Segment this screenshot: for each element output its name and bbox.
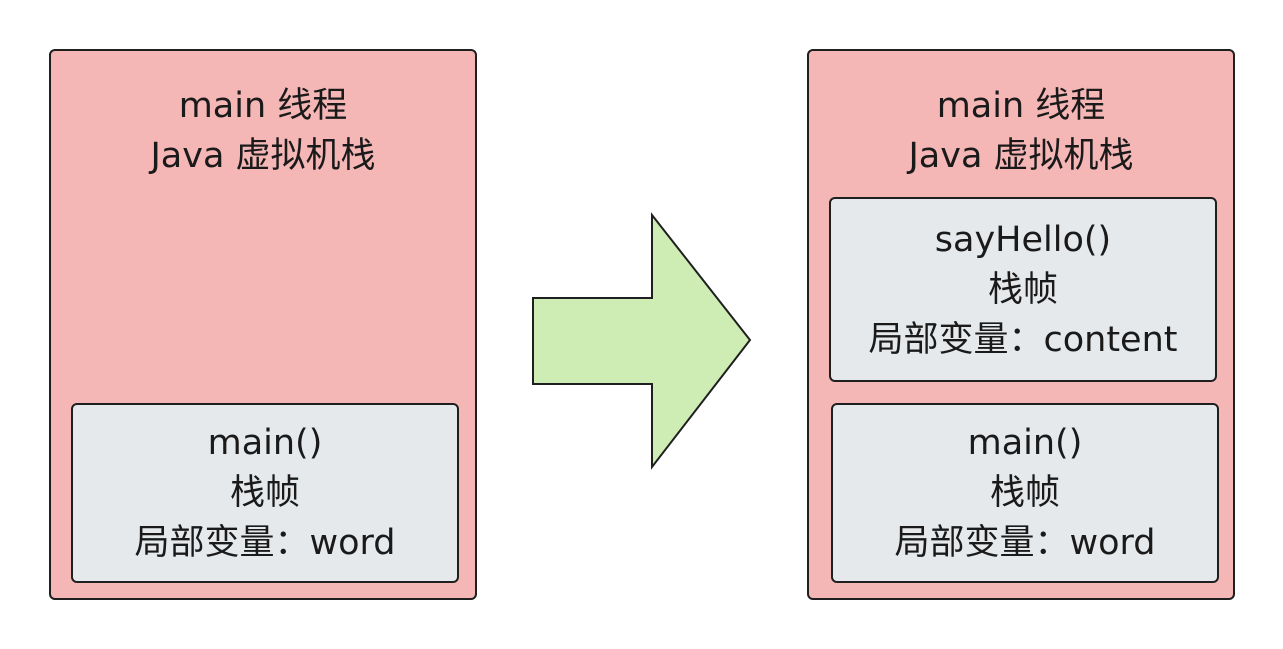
frame-kind: 栈帧	[229, 473, 300, 513]
frame-method: sayHello()	[934, 219, 1112, 260]
left-main-frame: main() 栈帧 局部变量：word	[71, 403, 459, 583]
left-jvm-stack: main 线程 Java 虚拟机栈 main() 栈帧 局部变量：word	[49, 49, 477, 600]
frame-kind: 栈帧	[989, 473, 1060, 513]
frame-method: main()	[967, 423, 1083, 463]
frame-locals: 局部变量：word	[894, 523, 1156, 563]
frame-method: main()	[207, 423, 323, 463]
right-main-frame: main() 栈帧 局部变量：word	[831, 403, 1219, 583]
left-stack-title: main 线程 Java 虚拟机栈	[51, 81, 475, 181]
right-sayhello-frame: sayHello() 栈帧 局部变量：content	[829, 197, 1217, 382]
right-thread-label: main 线程	[936, 86, 1106, 126]
right-jvm-stack: main 线程 Java 虚拟机栈 sayHello() 栈帧 局部变量：con…	[807, 49, 1235, 600]
left-thread-label: main 线程	[178, 86, 348, 126]
frame-kind: 栈帧	[987, 269, 1058, 310]
arrow-shape	[532, 212, 752, 470]
frame-locals: 局部变量：word	[134, 523, 396, 563]
right-stack-label: Java 虚拟机栈	[908, 136, 1134, 176]
frame-locals: 局部变量：content	[868, 319, 1178, 360]
transition-arrow	[532, 212, 752, 470]
left-stack-label: Java 虚拟机栈	[150, 136, 376, 176]
right-stack-title: main 线程 Java 虚拟机栈	[809, 81, 1233, 181]
